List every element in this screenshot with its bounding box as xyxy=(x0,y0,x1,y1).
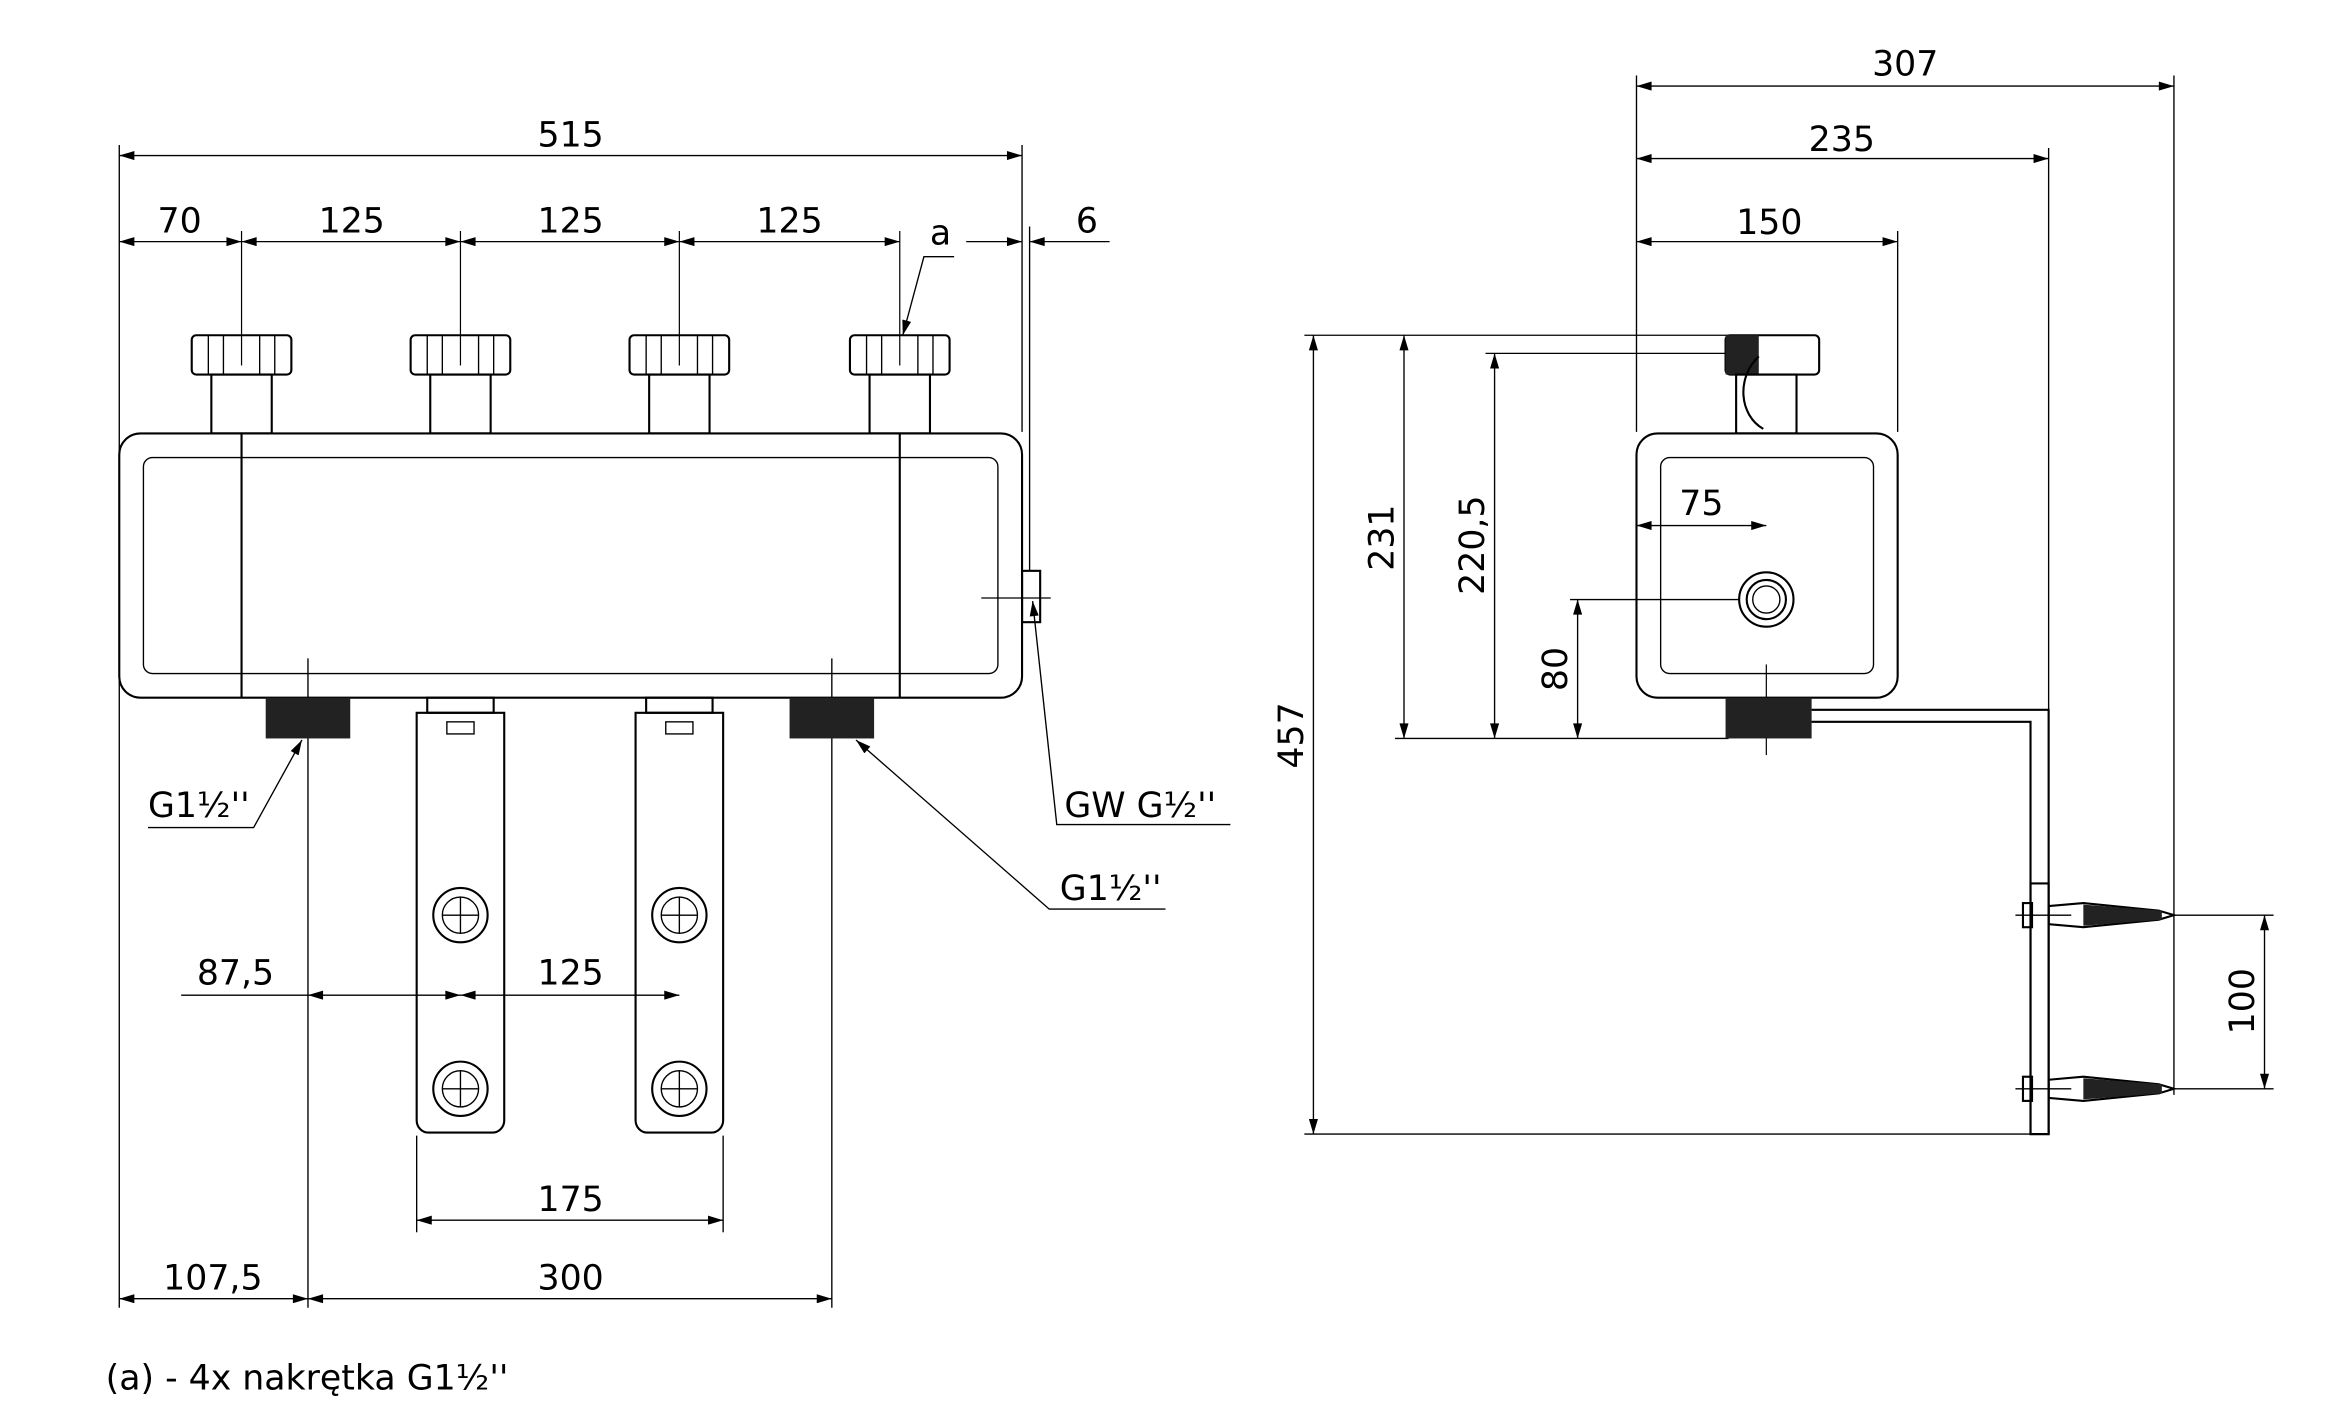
side-port xyxy=(1020,569,1042,624)
callout-right-port: G1½'' xyxy=(1060,869,1162,909)
bracket xyxy=(634,696,725,1134)
dim-125: 125 xyxy=(538,202,604,242)
bottom-port-right xyxy=(789,697,875,739)
leader-left-port xyxy=(147,739,303,829)
dim-235: 235 xyxy=(1809,120,1875,160)
wall-anchor xyxy=(2015,902,2178,929)
dim-80: 80 xyxy=(1536,647,1576,691)
dim-175: 175 xyxy=(538,1180,604,1220)
dim-515: 515 xyxy=(538,115,604,155)
top-nuts xyxy=(190,334,951,435)
manifold-body xyxy=(118,432,1042,699)
footnote: (a) - 4x nakrętka G1½'' xyxy=(106,1358,509,1398)
wall-anchor xyxy=(2015,1075,2178,1102)
bottom-port-left xyxy=(265,697,351,739)
leader-a xyxy=(902,256,955,336)
dim-125-bracket: 125 xyxy=(538,954,604,994)
leader-right-port xyxy=(855,739,1166,910)
dim-70: 70 xyxy=(158,202,202,242)
side-bracket xyxy=(1811,708,2050,1136)
front-extension-lines xyxy=(118,144,1051,1308)
front-view: 515 70 125 125 125 a 6 xyxy=(118,115,1231,1308)
side-bottom-port xyxy=(1725,697,1812,739)
dim-125: 125 xyxy=(319,202,385,242)
dim-100: 100 xyxy=(2223,968,2263,1034)
dim-6: 6 xyxy=(1076,202,1098,242)
dim-75: 75 xyxy=(1679,484,1723,524)
label-a: a xyxy=(930,214,951,254)
dim-220-5: 220,5 xyxy=(1453,495,1493,594)
leader-side-port xyxy=(1029,600,1231,826)
dim-307: 307 xyxy=(1872,45,1938,85)
dim-125: 125 xyxy=(756,202,822,242)
side-view: 307 235 150 xyxy=(1272,45,2274,1136)
callout-left-port: G1½'' xyxy=(148,786,250,826)
callout-side-port: GW G½'' xyxy=(1064,786,1216,826)
side-body xyxy=(1635,432,1899,699)
dim-300: 300 xyxy=(538,1259,604,1299)
side-extension-lines xyxy=(1304,75,2274,1135)
dim-457: 457 xyxy=(1272,702,1312,768)
bracket xyxy=(415,696,506,1134)
dim-87-5: 87,5 xyxy=(197,954,274,994)
dim-150: 150 xyxy=(1736,203,1802,243)
dim-231: 231 xyxy=(1362,504,1402,570)
wall-brackets xyxy=(415,696,725,1134)
top-fitting xyxy=(1724,334,1821,435)
dim-107-5: 107,5 xyxy=(163,1259,262,1299)
